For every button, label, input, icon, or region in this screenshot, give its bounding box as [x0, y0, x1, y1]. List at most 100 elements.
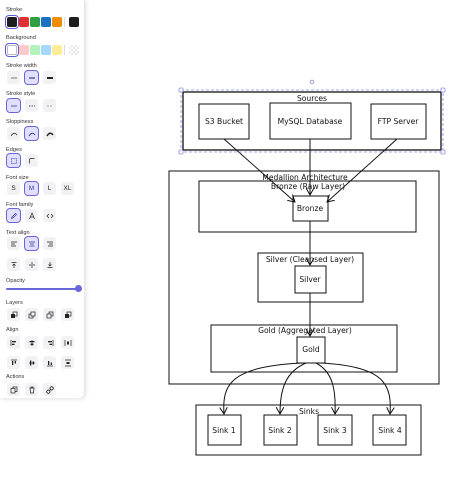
stroke-color-orange[interactable]: [52, 17, 62, 27]
resize-handle-sw[interactable]: [178, 149, 184, 155]
stroke-style-solid-button[interactable]: [6, 98, 21, 113]
center-vertically-button[interactable]: [25, 356, 38, 369]
edges-sharp-button[interactable]: [6, 153, 21, 168]
background-color-green[interactable]: [30, 45, 40, 55]
center-horizontally-button[interactable]: [25, 336, 38, 349]
bring-to-front-button[interactable]: [61, 308, 74, 321]
text-a-icon: [28, 211, 35, 219]
solid-line-icon: [10, 105, 17, 106]
align-right-button[interactable]: [43, 336, 56, 349]
gold-container[interactable]: [210, 324, 398, 373]
arrow-gold-to-sink-3[interactable]: [315, 362, 335, 414]
stroke-width-extra-bold-button[interactable]: [43, 71, 56, 84]
opacity-slider[interactable]: [6, 288, 78, 290]
arrow-s3-to-bronze[interactable]: [223, 138, 295, 202]
sources-container[interactable]: [182, 91, 442, 151]
rotate-handle[interactable]: [309, 79, 315, 85]
send-to-back-button[interactable]: [7, 308, 20, 321]
sinks-container[interactable]: [195, 404, 422, 456]
background-transparent-swatch[interactable]: [69, 45, 79, 55]
text-align-center-button[interactable]: [24, 236, 39, 251]
sloppiness-label: Sloppiness: [6, 119, 34, 125]
round-corner-icon: [28, 157, 34, 163]
background-color-pink[interactable]: [19, 45, 29, 55]
align-label: Align: [6, 327, 19, 333]
sources-title: Sources: [297, 94, 327, 103]
align-left-edge-icon: [10, 339, 16, 346]
background-color-white[interactable]: [5, 43, 19, 57]
sloppiness-cartoonist-button[interactable]: [43, 127, 56, 140]
align-top-icon: [11, 261, 16, 268]
artist-curve-icon: [28, 132, 35, 136]
sink-1-label: Sink 1: [212, 426, 236, 435]
stroke-divider: [64, 17, 65, 27]
sloppiness-architect-button[interactable]: [7, 127, 20, 140]
text-align-label: Text align: [6, 230, 30, 236]
gold-node-label: Gold: [302, 345, 320, 354]
link-button[interactable]: [43, 383, 56, 396]
font-family-hand-drawn-button[interactable]: [6, 208, 21, 223]
stroke-current-color[interactable]: [69, 17, 79, 27]
bring-forward-button[interactable]: [43, 308, 56, 321]
bronze-container[interactable]: [198, 180, 417, 233]
source-ftp-server[interactable]: [370, 103, 427, 140]
font-size-xl-button[interactable]: XL: [61, 182, 74, 195]
arrow-gold-to-sink-2[interactable]: [280, 362, 307, 414]
align-left-button[interactable]: [7, 336, 20, 349]
text-align-right-button[interactable]: [43, 237, 56, 250]
align-top-button[interactable]: [7, 356, 20, 369]
font-family-normal-button[interactable]: [25, 209, 38, 222]
silver-node-label: Silver: [299, 275, 321, 284]
font-family-code-button[interactable]: [43, 209, 56, 222]
source-ftp-label: FTP Server: [378, 117, 420, 126]
stroke-width-bold-button[interactable]: [24, 70, 39, 85]
vertical-align-top-button[interactable]: [7, 258, 20, 271]
resize-handle-ne[interactable]: [440, 87, 446, 93]
distribute-horizontally-button[interactable]: [61, 336, 74, 349]
delete-button[interactable]: [25, 383, 38, 396]
send-to-back-icon: [10, 311, 17, 318]
background-color-yellow[interactable]: [52, 45, 62, 55]
stroke-style-dotted-button[interactable]: [43, 99, 56, 112]
stroke-color-green[interactable]: [30, 17, 40, 27]
architecture-frame[interactable]: [168, 170, 440, 385]
stroke-color-red[interactable]: [19, 17, 29, 27]
align-middle-icon: [28, 261, 35, 268]
vertical-align-bottom-button[interactable]: [43, 258, 56, 271]
font-size-l-button[interactable]: L: [43, 182, 56, 195]
distribute-vertically-button[interactable]: [61, 356, 74, 369]
align-right-icon: [46, 241, 53, 246]
stroke-color-blue[interactable]: [41, 17, 51, 27]
font-size-s-button[interactable]: S: [7, 182, 20, 195]
edges-round-button[interactable]: [25, 154, 38, 167]
send-backward-button[interactable]: [25, 308, 38, 321]
sink-3-label: Sink 3: [323, 426, 347, 435]
font-size-m-button[interactable]: M: [24, 181, 39, 196]
arrow-gold-to-sink-4[interactable]: [319, 362, 390, 414]
center-vertical-icon: [28, 360, 35, 365]
stroke-width-thin-button[interactable]: [7, 71, 20, 84]
arrow-gold-to-sink-1[interactable]: [224, 362, 304, 414]
opacity-slider-thumb[interactable]: [75, 285, 82, 292]
align-bottom-button[interactable]: [43, 356, 56, 369]
bronze-layer-title: Bronze (Raw Layer): [271, 182, 345, 191]
stroke-color-black[interactable]: [5, 15, 19, 29]
actions-label: Actions: [6, 374, 25, 380]
gold-node[interactable]: [296, 336, 326, 364]
resize-handle-se[interactable]: [440, 149, 446, 155]
background-color-blue[interactable]: [41, 45, 51, 55]
align-center-icon: [28, 241, 35, 246]
vertical-align-middle-button[interactable]: [25, 258, 38, 271]
gold-layer-title: Gold (Aggregated Layer): [258, 326, 352, 335]
distribute-vertical-icon: [64, 359, 71, 366]
center-horizontal-icon: [29, 339, 34, 346]
trash-icon: [29, 386, 34, 393]
text-align-left-button[interactable]: [7, 237, 20, 250]
font-family-label: Font family: [6, 202, 34, 208]
stroke-style-dashed-button[interactable]: [25, 99, 38, 112]
resize-handle-nw[interactable]: [178, 87, 184, 93]
sloppiness-artist-button[interactable]: [24, 126, 39, 141]
duplicate-button[interactable]: [7, 383, 20, 396]
arrow-ftp-to-bronze[interactable]: [327, 138, 398, 202]
